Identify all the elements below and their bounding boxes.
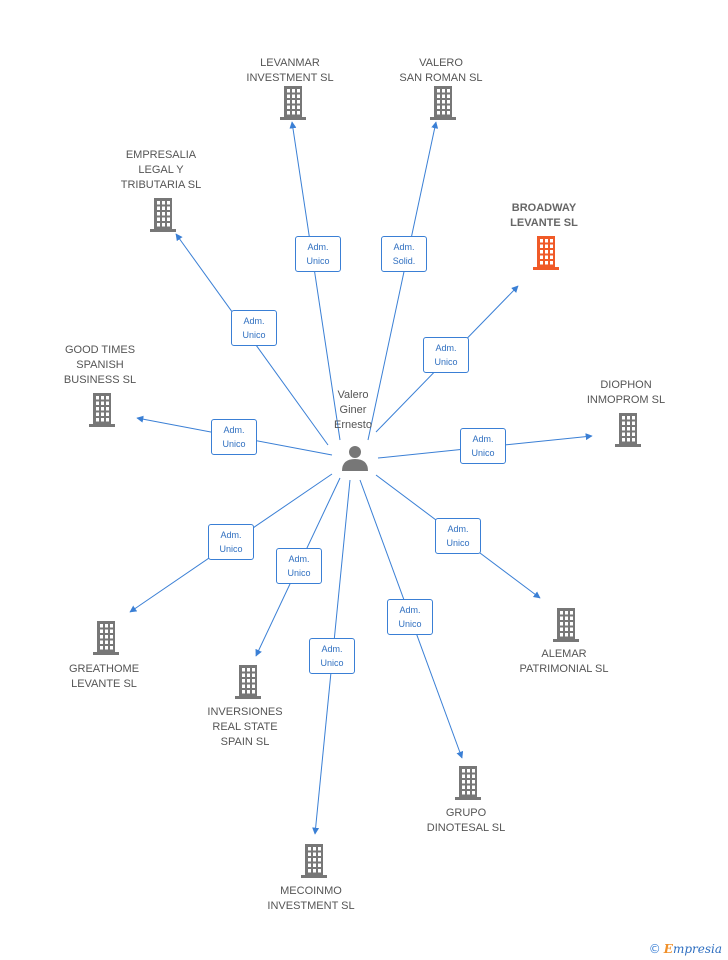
copyright-icon: ©: [648, 942, 661, 956]
company-name-goodtimes[interactable]: GOOD TIMES SPANISH BUSINESS SL: [63, 344, 137, 386]
role-label-mecoinmo[interactable]: Adm. Unico: [309, 638, 355, 674]
brand-name: mpresia: [672, 942, 722, 956]
person-node[interactable]: [342, 446, 368, 471]
brand-footer: ©Empresia: [649, 942, 722, 956]
building-icon-diophon[interactable]: [615, 413, 641, 447]
person-name[interactable]: Valero Giner Ernesto: [334, 389, 372, 431]
building-icon-inversiones[interactable]: [235, 665, 261, 699]
role-label-inversiones[interactable]: Adm. Unico: [276, 548, 322, 584]
person-icon-head: [349, 446, 361, 458]
company-name-valero[interactable]: VALERO SAN ROMAN SL: [399, 57, 483, 84]
building-icon-valero[interactable]: [430, 86, 456, 120]
company-name-greathome[interactable]: GREATHOME LEVANTE SL: [68, 663, 140, 690]
company-name-alemar[interactable]: ALEMAR PATRIMONIAL SL: [519, 648, 609, 675]
role-label-alemar[interactable]: Adm. Unico: [435, 518, 481, 554]
role-label-levanmar[interactable]: Adm. Unico: [295, 236, 341, 272]
company-name-empresalia[interactable]: EMPRESALIA LEGAL Y TRIBUTARIA SL: [120, 149, 202, 191]
company-name-levanmar[interactable]: LEVANMAR INVESTMENT SL: [246, 57, 334, 84]
building-icon-goodtimes[interactable]: [89, 393, 115, 427]
building-icon-broadway[interactable]: [533, 236, 559, 270]
company-name-mecoinmo[interactable]: MECOINMO INVESTMENT SL: [267, 885, 355, 912]
building-icon-grupo[interactable]: [455, 766, 481, 800]
role-label-broadway[interactable]: Adm. Unico: [423, 337, 469, 373]
building-icon-levanmar[interactable]: [280, 86, 306, 120]
role-label-empresalia[interactable]: Adm. Unico: [231, 310, 277, 346]
company-name-diophon[interactable]: DIOPHON INMOPROM SL: [586, 379, 666, 406]
edge-levanmar: [289, 121, 341, 441]
person-icon: [342, 459, 368, 471]
company-nodes: [89, 86, 641, 878]
company-name-grupo[interactable]: GRUPO DINOTESAL SL: [426, 807, 506, 834]
building-icon-alemar[interactable]: [553, 608, 579, 642]
role-label-greathome[interactable]: Adm. Unico: [208, 524, 254, 560]
edge-valero: [367, 121, 439, 441]
company-name-broadway[interactable]: BROADWAY LEVANTE SL: [510, 202, 578, 229]
role-label-grupo[interactable]: Adm. Unico: [387, 599, 433, 635]
role-label-diophon[interactable]: Adm. Unico: [460, 428, 506, 464]
role-label-goodtimes[interactable]: Adm. Unico: [211, 419, 257, 455]
role-label-valero[interactable]: Adm. Solid.: [381, 236, 427, 272]
building-icon-greathome[interactable]: [93, 621, 119, 655]
brand-initial: E: [663, 942, 673, 956]
building-icon-empresalia[interactable]: [150, 198, 176, 232]
building-icon-mecoinmo[interactable]: [301, 844, 327, 878]
company-name-inversiones[interactable]: INVERSIONES REAL STATE SPAIN SL: [207, 706, 283, 748]
